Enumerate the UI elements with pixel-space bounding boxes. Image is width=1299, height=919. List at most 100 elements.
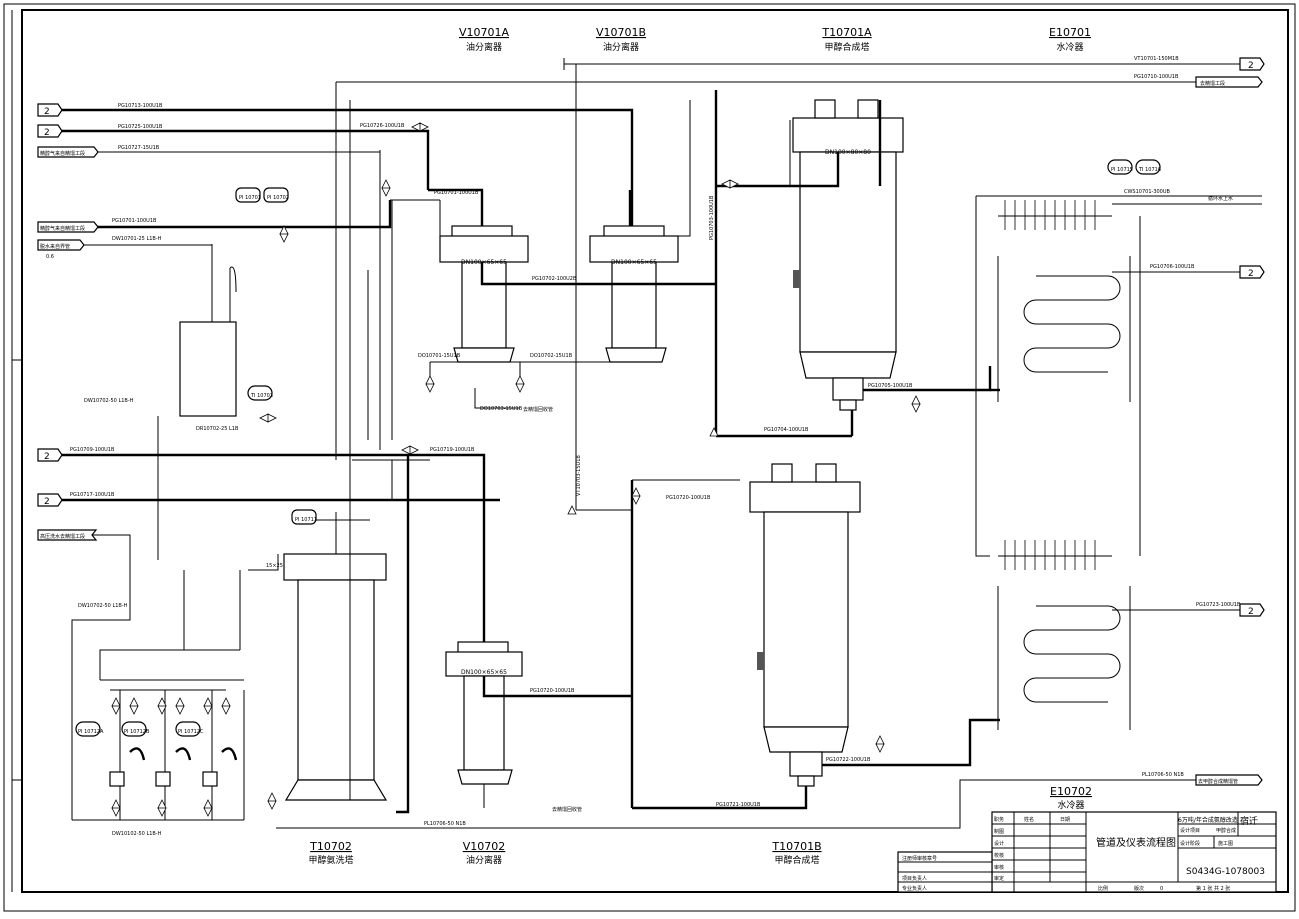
outer-border xyxy=(3,3,1296,912)
svg-text:DN100×65×65: DN100×65×65 xyxy=(461,669,507,676)
tower-t10702 xyxy=(283,553,388,801)
piping xyxy=(60,58,1262,829)
svg-text:去精馏回收管: 去精馏回收管 xyxy=(552,806,582,813)
label-v10701b: V10701B 油分离器 xyxy=(596,26,646,53)
svg-text:PL10706-50 N1B: PL10706-50 N1B xyxy=(424,821,466,827)
svg-text:PI 10701: PI 10701 xyxy=(239,195,261,201)
label-t10701a: T10701A 甲醇合成塔 xyxy=(821,26,872,53)
connector-2-g: 2 xyxy=(1239,603,1265,617)
svg-text:2: 2 xyxy=(1248,61,1254,71)
vessel-v10702: DN100×65×65 xyxy=(445,641,523,785)
svg-text:TI 10703: TI 10703 xyxy=(250,393,273,399)
svg-text:DW10102-50 L1B-H: DW10102-50 L1B-H xyxy=(112,831,162,837)
title-block: 职务 制图 设计 校核 审核 审定 姓名 日期 设计项目 设计阶段 甲醇合成 施… xyxy=(897,811,1277,893)
svg-text:DO10702-15U1B: DO10702-15U1B xyxy=(530,353,573,359)
svg-text:宿迁: 宿迁 xyxy=(1240,815,1258,827)
svg-text:日期: 日期 xyxy=(1060,817,1070,823)
svg-text:2: 2 xyxy=(44,497,50,507)
svg-text:DO10703-15U1B: DO10703-15U1B xyxy=(480,406,523,412)
svg-text:0: 0 xyxy=(1160,886,1163,892)
svg-text:版次: 版次 xyxy=(1134,885,1144,892)
svg-text:PI 10702: PI 10702 xyxy=(267,195,289,201)
svg-text:PG10721-100U1B: PG10721-100U1B xyxy=(716,802,761,808)
line-labels: PG10713-100U1B PG10725-100U1B PG10727-15… xyxy=(70,56,1241,837)
instrument-pi10715: PI 10715 xyxy=(1107,159,1133,175)
connector-2-c: 2 xyxy=(37,448,63,462)
svg-text:DN100×65×65: DN100×65×65 xyxy=(461,259,507,266)
pumps xyxy=(109,747,238,787)
svg-text:PG10725-100U1B: PG10725-100U1B xyxy=(118,124,163,130)
svg-text:油分离器: 油分离器 xyxy=(603,41,639,53)
svg-text:E10702: E10702 xyxy=(1050,785,1092,798)
svg-text:精醇气来自精馏工段: 精醇气来自精馏工段 xyxy=(40,225,85,232)
svg-text:第 1 张 共 2 张: 第 1 张 共 2 张 xyxy=(1196,885,1230,892)
svg-text:设计阶段: 设计阶段 xyxy=(1180,840,1200,847)
svg-text:制图: 制图 xyxy=(994,828,1004,835)
label-v10702: V10702 油分离器 xyxy=(463,840,506,866)
svg-text:PG10720-100U1B: PG10720-100U1B xyxy=(530,688,575,694)
cooler-e10701 xyxy=(997,200,1131,402)
svg-text:审定: 审定 xyxy=(994,875,1004,882)
svg-text:2: 2 xyxy=(44,128,50,138)
svg-text:PG10722-100U1B: PG10722-100U1B xyxy=(826,757,871,763)
svg-text:PG10726-100U1B: PG10726-100U1B xyxy=(360,123,405,129)
instrument-pi10711: PI 10711 xyxy=(291,509,317,525)
svg-text:甲醇合成塔: 甲醇合成塔 xyxy=(824,41,869,53)
svg-text:2: 2 xyxy=(44,107,50,117)
svg-text:甲醇合成塔: 甲醇合成塔 xyxy=(774,854,819,866)
connectors-right: 2 2 2 xyxy=(1239,57,1265,617)
svg-text:PI 10715: PI 10715 xyxy=(1111,167,1133,173)
svg-text:PG10704-100U1B: PG10704-100U1B xyxy=(764,427,809,433)
svg-text:PI 10712A: PI 10712A xyxy=(78,729,104,735)
svg-text:T10702: T10702 xyxy=(309,840,352,853)
svg-text:PG10710-100U1B: PG10710-100U1B xyxy=(1134,74,1179,80)
svg-text:2: 2 xyxy=(1248,269,1254,279)
svg-text:PG10723-100U1B: PG10723-100U1B xyxy=(1196,602,1241,608)
svg-text:CWS10701-300UB: CWS10701-300UB xyxy=(1124,189,1171,195)
svg-text:PG10705-100U1B: PG10705-100U1B xyxy=(868,383,913,389)
svg-text:DW10702-50 L1B-H: DW10702-50 L1B-H xyxy=(78,603,128,609)
svg-text:校核: 校核 xyxy=(994,852,1004,859)
label-e10701: E10701 水冷器 xyxy=(1049,26,1091,53)
svg-text:DN100×65×65: DN100×65×65 xyxy=(611,259,657,266)
svg-text:15×25: 15×25 xyxy=(266,563,283,569)
svg-text:去精馏工段: 去精馏工段 xyxy=(1200,80,1225,87)
svg-text:PG10702-100U2B: PG10702-100U2B xyxy=(532,276,577,282)
svg-text:设计: 设计 xyxy=(994,840,1004,847)
svg-text:T10701B: T10701B xyxy=(771,840,821,853)
svg-text:精醇气来自精馏工段: 精醇气来自精馏工段 xyxy=(40,150,85,157)
svg-text:PI 10712B: PI 10712B xyxy=(124,729,150,735)
svg-text:PG10713-100U1B: PG10713-100U1B xyxy=(118,103,163,109)
vessel-v10701b: DN100×65×65 xyxy=(589,225,679,363)
tank-left xyxy=(179,244,237,417)
svg-text:脱水来自界管: 脱水来自界管 xyxy=(40,243,70,250)
svg-text:比例: 比例 xyxy=(1098,885,1108,892)
svg-text:2: 2 xyxy=(1248,607,1254,617)
connector-2-d: 2 xyxy=(37,493,63,507)
label-v10701a: V10701A 油分离器 xyxy=(459,26,510,53)
svg-text:2: 2 xyxy=(44,452,50,462)
svg-text:水冷器: 水冷器 xyxy=(1057,799,1084,811)
svg-text:V10702: V10702 xyxy=(463,840,506,853)
svg-text:油分离器: 油分离器 xyxy=(466,854,502,866)
tower-t10701a: DN100×80×80 xyxy=(792,99,904,411)
instrument-pi10702: PI 10702 xyxy=(263,187,289,203)
instrument-ti10703: TI 10703 xyxy=(247,385,273,401)
svg-text:PI 10712C: PI 10712C xyxy=(178,729,204,735)
vessel-v10701a: DN100×65×65 xyxy=(439,225,529,363)
svg-text:PG10706-100U1B: PG10706-100U1B xyxy=(1150,264,1195,270)
instruments: PI 10701 PI 10702 TI 10703 PI 10711 PI 1… xyxy=(75,159,1161,737)
svg-text:0.6: 0.6 xyxy=(46,254,54,260)
connector-2-f: 2 xyxy=(1239,265,1265,279)
label-t10701b: T10701B 甲醇合成塔 xyxy=(771,840,821,866)
instrument-ti10716: TI 10716 xyxy=(1135,159,1161,175)
svg-text:去甲醇合成精馏管: 去甲醇合成精馏管 xyxy=(1198,778,1238,785)
svg-text:高压洗水去精馏工段: 高压洗水去精馏工段 xyxy=(40,533,85,540)
svg-text:油分离器: 油分离器 xyxy=(466,41,502,53)
svg-text:V10701B: V10701B xyxy=(596,26,646,39)
instrument-pi10712a: PI 10712A xyxy=(75,721,104,737)
tower-t10701b xyxy=(749,463,861,787)
